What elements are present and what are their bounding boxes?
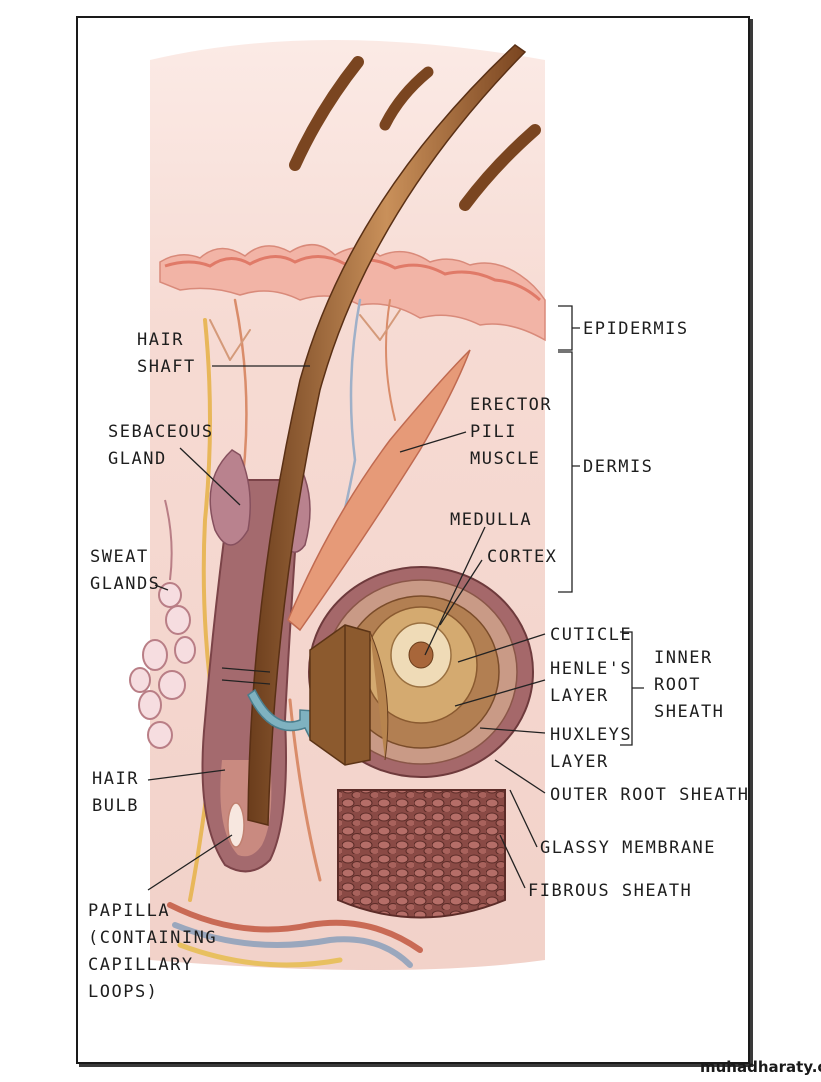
leader-lines xyxy=(147,305,644,891)
label-hair-bulb-2: BULB xyxy=(92,796,139,816)
papilla-shape xyxy=(227,802,245,848)
label-henles-1: HENLE'S xyxy=(550,659,632,679)
fibrous-sheath-shape xyxy=(337,789,506,919)
label-hair-shaft-2: SHAFT xyxy=(137,357,196,377)
label-fibrous-sheath: FIBROUS SHEATH xyxy=(528,881,692,901)
label-sebaceous-2: GLAND xyxy=(108,449,167,469)
label-erector-3: MUSCLE xyxy=(470,449,540,469)
label-sweat-2: GLANDS xyxy=(90,574,160,594)
label-hair-bulb-1: HAIR xyxy=(92,769,139,789)
label-sebaceous-1: SEBACEOUS xyxy=(108,422,214,442)
label-outer-root-sheath: OUTER ROOT SHEATH xyxy=(550,785,750,805)
label-hair-shaft-1: HAIR xyxy=(137,330,184,350)
label-inner-root-1: INNER xyxy=(654,648,713,668)
hair-cross-section xyxy=(308,566,534,919)
sweat-glands-shape xyxy=(129,499,196,749)
label-papilla-4: LOOPS) xyxy=(88,982,158,1002)
label-erector-2: PILI xyxy=(470,422,517,442)
label-inner-root-3: SHEATH xyxy=(654,702,724,722)
label-dermis: DERMIS xyxy=(583,457,653,477)
label-epidermis: EPIDERMIS xyxy=(583,319,689,339)
label-inner-root-2: ROOT xyxy=(654,675,701,695)
label-cortex: CORTEX xyxy=(487,547,557,567)
label-huxleys-2: LAYER xyxy=(550,752,609,772)
label-sweat-1: SWEAT xyxy=(90,547,149,567)
label-medulla: MEDULLA xyxy=(450,510,532,530)
erector-pili-muscle-shape xyxy=(287,349,471,632)
label-papilla-1: PAPILLA xyxy=(88,901,170,921)
label-papilla-3: CAPILLARY xyxy=(88,955,194,975)
label-papilla-2: (CONTAINING xyxy=(88,928,217,948)
labels: HAIR SHAFT SEBACEOUS GLAND SWEAT GLANDS … xyxy=(88,319,750,1002)
label-henles-2: LAYER xyxy=(550,686,609,706)
surface-hairs xyxy=(289,56,541,211)
label-huxleys-1: HUXLEYS xyxy=(550,725,632,745)
label-glassy-membrane: GLASSY MEMBRANE xyxy=(540,838,716,858)
label-cuticle: CUTICLE xyxy=(550,625,632,645)
main-hair-shaft xyxy=(247,44,527,826)
label-erector-1: ERECTOR xyxy=(470,395,552,415)
watermark: muhadharaty.com xyxy=(700,1058,821,1076)
